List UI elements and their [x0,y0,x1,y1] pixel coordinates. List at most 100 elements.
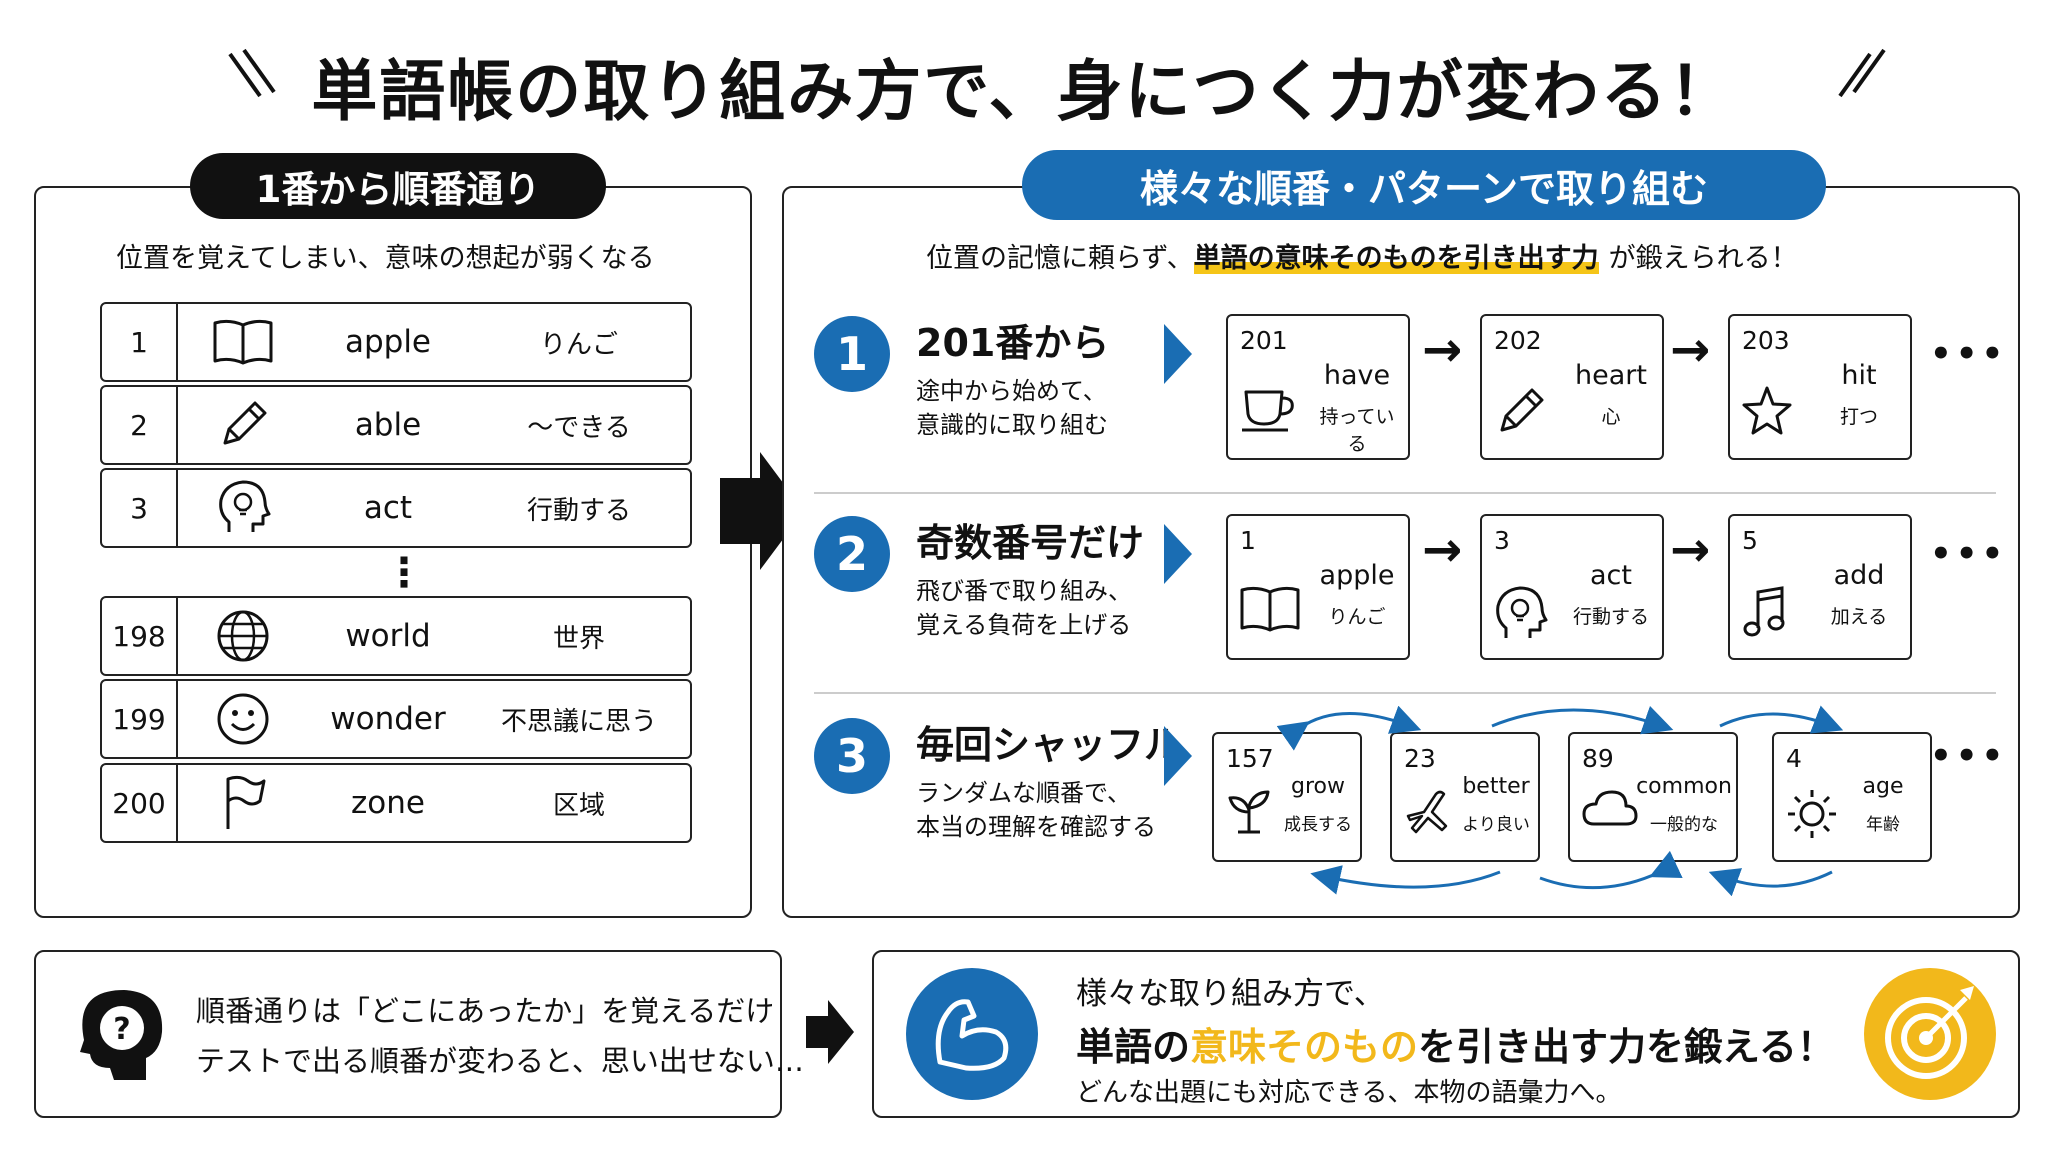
card-word: age [1862,774,1904,799]
step-desc-1: 途中から始めて、 [916,377,1107,405]
head-lightbulb-icon [1492,584,1548,648]
solution-line-1: 様々な取り組み方で、 [1076,976,1385,1012]
problem-line-1: 順番通りは「どこにあったか」を覚えるだけ [196,994,775,1028]
word-row: 1 apple りんご [100,302,692,382]
card-number: 201 [1240,326,1288,355]
shuffle-arrows-icon [1276,705,1844,897]
varied-subtitle: 位置の記憶に頼らず、単語の意味そのものを引き出す力が鍛えられる！ [926,236,1798,275]
solution-line-3: どんな出題にも対応できる、本物の語彙力へ。 [1076,1078,1622,1108]
more-dots-icon: ••• [1930,334,2008,374]
step-pointer-icon [1164,726,1192,786]
row-word: apple [344,324,432,360]
card-meaning: 心 [1601,406,1621,428]
card-meaning: 行動する [1572,606,1649,628]
smiley-icon [178,691,308,747]
row-meaning: ～できる [527,412,631,443]
title-right-slash-icon [1838,48,1886,98]
sun-icon [1784,786,1840,846]
solution-line-2: 単語の意味そのものを引き出す力を鍛える！ [1076,1016,1835,1071]
section-divider-2 [814,692,1996,694]
page-title: 単語帳の取り組み方で、身につく力が変わる！ [311,53,1737,130]
row-meaning: りんご [539,329,618,360]
word-card: 5 add 加える [1728,514,1912,660]
varied-pill: 様々な順番・パターンで取り組む [1022,150,1826,220]
step-badge: 2 [814,516,890,592]
card-meaning: 一般的な [1650,815,1718,835]
flow-arrow-icon: → [1670,522,1711,578]
cloud-icon [1580,786,1640,834]
card-number: 202 [1494,326,1542,355]
section-divider-1 [814,492,1996,494]
word-card: 4 age 年齢 [1772,732,1932,862]
subtitle-post: が鍛えられる！ [1608,243,1798,274]
row-number: 2 [102,387,178,463]
step-desc-1: 飛び番で取り組み、 [916,577,1132,605]
card-word: better [1462,774,1530,799]
star-icon [1740,384,1794,442]
question-head-icon: ? [80,990,163,1080]
book-icon [178,317,308,367]
cup-icon [1238,384,1300,438]
flow-arrow-icon: → [1422,522,1463,578]
card-meaning: 年齢 [1866,815,1900,835]
card-word: apple [1319,560,1395,591]
step-desc-2: 覚える負荷を上げる [916,611,1132,639]
flag-icon [178,773,308,833]
subtitle-highlight: 単語の意味そのものを引き出す力 [1193,243,1599,274]
card-word: add [1833,560,1885,591]
card-meaning: 持っている [1319,406,1395,455]
airplane-icon [1402,786,1456,844]
card-number: 157 [1226,744,1274,773]
step-title: 奇数番号だけ [916,521,1145,565]
card-number: 203 [1742,326,1790,355]
step-title: 毎回シャッフル [916,723,1183,767]
svg-text:?: ? [113,1012,130,1047]
row-meaning: 世界 [552,623,605,654]
card-number: 5 [1742,526,1758,555]
muscle-arm-icon [906,968,1038,1100]
card-meaning: 加える [1830,606,1888,628]
card-meaning: より良い [1462,815,1530,835]
card-number: 89 [1582,744,1614,773]
row-number: 1 [102,304,178,380]
step-desc-1: ランダムな順番で、 [916,779,1132,807]
title-left-slash-icon [228,48,276,98]
head-lightbulb-icon [178,478,308,538]
card-number: 4 [1786,744,1802,773]
list-ellipsis: ⋮ [384,550,424,596]
row-word: wonder [330,701,446,737]
pencil-icon [1492,384,1548,444]
row-meaning: 区域 [552,790,605,821]
row-number: 198 [102,598,178,674]
subtitle-pre: 位置の記憶に頼らず、 [926,243,1194,274]
card-word: grow [1291,774,1345,799]
card-word: heart [1575,360,1647,391]
flow-arrow-icon: → [1422,322,1463,378]
problem-line-2: テストで出る順番が変わると、思い出せない… [196,1044,804,1078]
card-word: act [1590,560,1632,591]
card-meaning: りんご [1328,606,1386,628]
big-arrow-icon [720,452,804,570]
solution-line-2c: を引き出す力を鍛える！ [1418,1025,1835,1069]
step-title: 201番から [916,321,1110,365]
word-card: 202 heart 心 [1480,314,1664,460]
row-meaning: 行動する [526,495,631,526]
card-word: common [1636,774,1732,799]
flow-arrow-icon: → [1670,322,1711,378]
solution-box [872,950,2020,1118]
row-meaning: 不思議に思う [500,706,657,737]
sprout-icon [1224,786,1274,840]
row-number: 3 [102,470,178,546]
solution-line-2a: 単語の [1076,1025,1191,1069]
target-icon [1864,968,1996,1100]
more-dots-icon: ••• [1930,534,2008,574]
book-icon [1238,584,1302,638]
